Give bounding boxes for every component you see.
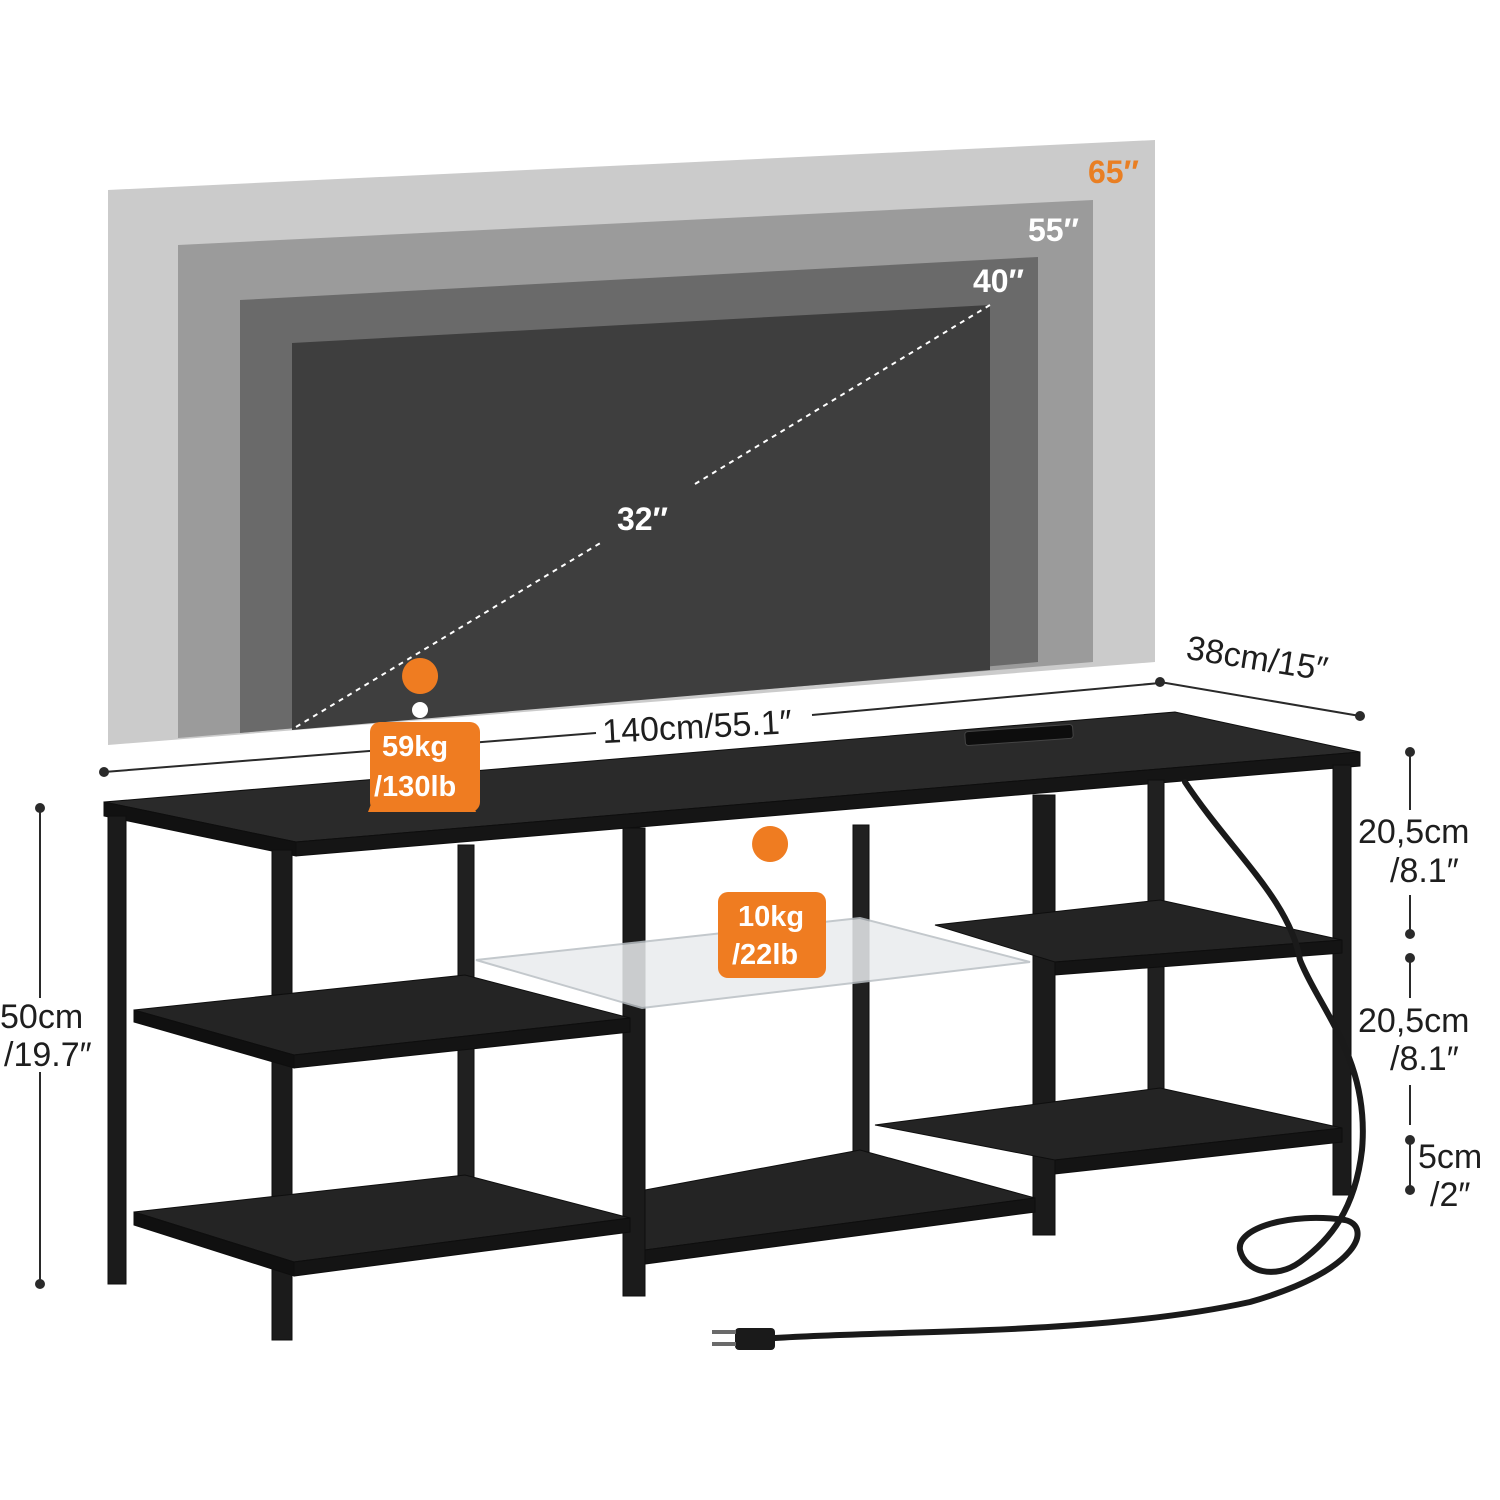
power-plug [712,1328,775,1350]
weight-icon [752,826,789,862]
power-cord [772,779,1366,1341]
front-leg-right-outer [1332,764,1352,1196]
top-load-badge: 59kg /130lb [368,658,480,812]
glass-load-weight-lb: /22lb [732,939,798,971]
power-outlet-strip [964,723,1074,747]
glass-load-badge: 10kg /22lb [718,826,826,978]
clearance-dimension-line1: 5cm [1418,1138,1482,1176]
left-middle-shelf-front [293,1017,631,1069]
lower-gap-dimension-line1: 20,5cm [1358,1002,1470,1040]
clearance-dimension-line2: /2″ [1430,1176,1470,1214]
tv-size-65-label: 65″ [1088,154,1139,190]
stand-top-side-edge [295,751,1361,857]
width-dimension: 140cm/55.1″ [601,703,792,751]
front-leg-center-right [1032,794,1056,1236]
right-bottom-shelf-front [1054,1127,1343,1175]
diagonal-measure-line-upper [694,304,991,485]
upper-gap-dimension-line1: 20,5cm [1358,813,1470,851]
upper-gap-dimension-line2: /8.1″ [1390,852,1459,890]
lower-gap-dimension-line2: /8.1″ [1390,1040,1459,1078]
tv-size-32-label: 32″ [617,501,668,537]
height-dimension-line2: /19.7″ [4,1036,92,1074]
rear-leg-mid [852,824,870,1156]
glass-load-weight-kg: 10kg [738,901,804,933]
right-upper-shelf-front [1054,939,1343,976]
tv-size-55-label: 55″ [1028,212,1079,248]
tv-size-40-label: 40″ [973,263,1024,299]
front-leg-left-outer [107,815,127,1285]
top-load-weight-lb: /130lb [374,771,456,803]
tv-size-outlines [108,140,1155,745]
top-load-weight-kg: 59kg [382,731,448,763]
center-bottom-shelf-front [644,1197,1036,1265]
dimension-lines [35,677,1415,1289]
tv-stand [103,711,1361,1341]
depth-dimension: 38cm/15″ [1184,629,1331,689]
left-bottom-shelf-front [293,1217,631,1277]
height-dimension-line1: 50cm [0,998,83,1036]
